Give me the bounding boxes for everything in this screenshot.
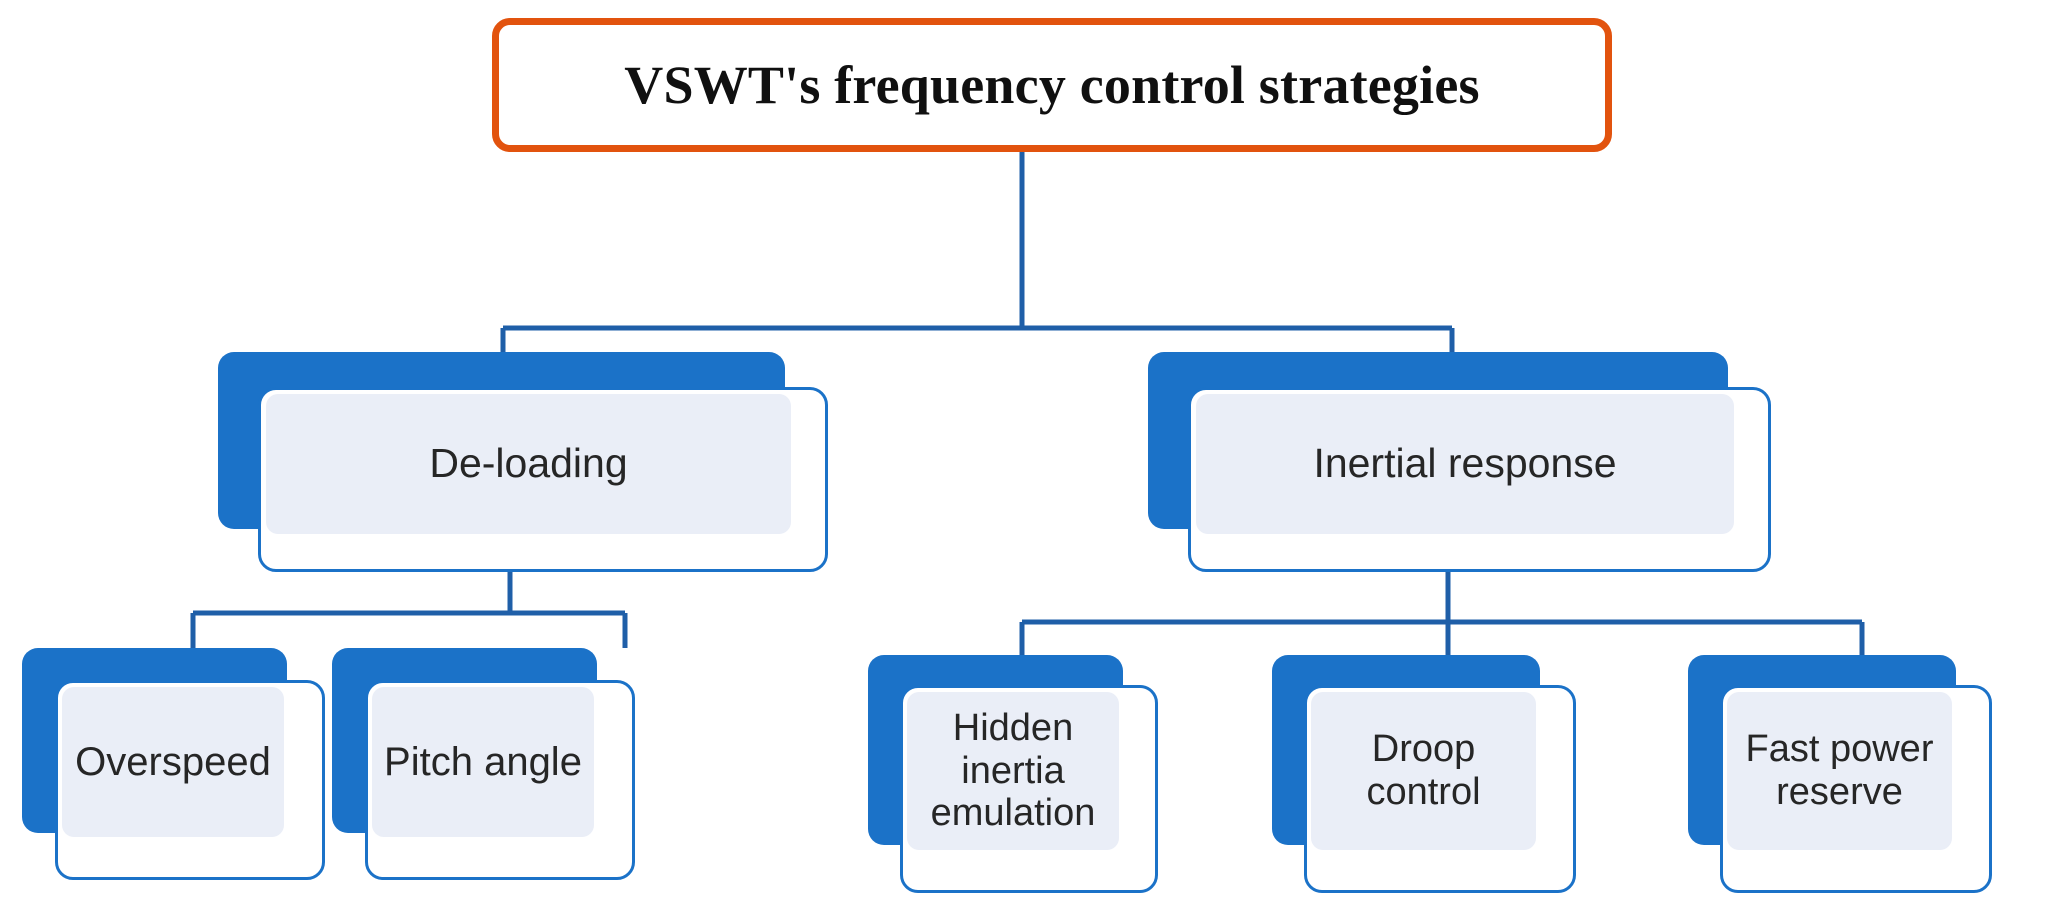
node-de-loading[interactable]: De-loading xyxy=(218,352,843,582)
node-droop-control[interactable]: Droop control xyxy=(1272,655,1617,905)
node-inertial-response-panel: Inertial response xyxy=(1196,394,1734,534)
node-fast-power-reserve[interactable]: Fast power reserve xyxy=(1688,655,2033,905)
node-overspeed[interactable]: Overspeed xyxy=(22,648,362,893)
node-de-loading-panel: De-loading xyxy=(266,394,791,534)
node-hidden-inertia-emulation-label: Hidden inertia emulation xyxy=(930,707,1096,835)
node-droop-control-label: Droop control xyxy=(1366,728,1481,813)
node-pitch-angle-label: Pitch angle xyxy=(384,739,582,784)
node-inertial-response[interactable]: Inertial response xyxy=(1148,352,1788,582)
root-node-vswt-frequency-control-strategies[interactable]: VSWT's frequency control strategies xyxy=(492,18,1612,152)
node-overspeed-panel: Overspeed xyxy=(62,687,284,837)
node-hidden-inertia-emulation[interactable]: Hidden inertia emulation xyxy=(868,655,1198,905)
root-node-label: VSWT's frequency control strategies xyxy=(624,55,1480,115)
node-hidden-inertia-emulation-panel: Hidden inertia emulation xyxy=(907,692,1119,850)
node-overspeed-label: Overspeed xyxy=(75,739,271,784)
node-de-loading-label: De-loading xyxy=(429,440,628,487)
node-pitch-angle-panel: Pitch angle xyxy=(372,687,594,837)
node-fast-power-reserve-panel: Fast power reserve xyxy=(1727,692,1952,850)
node-pitch-angle[interactable]: Pitch angle xyxy=(332,648,672,893)
node-fast-power-reserve-label: Fast power reserve xyxy=(1745,728,1934,813)
node-droop-control-panel: Droop control xyxy=(1311,692,1536,850)
node-inertial-response-label: Inertial response xyxy=(1313,440,1617,487)
